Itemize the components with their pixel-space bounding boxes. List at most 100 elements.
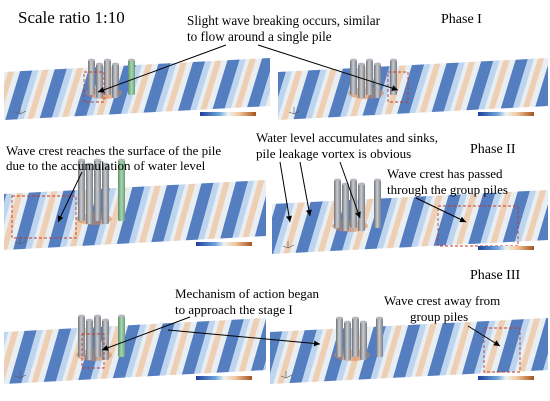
- arrow-head: [459, 216, 466, 223]
- pile-top: [94, 158, 101, 162]
- wave-mid-stripe: [304, 58, 332, 120]
- wave-mid-stripe: [402, 318, 430, 384]
- pile-top: [78, 314, 85, 318]
- pile-top: [360, 320, 367, 324]
- wave-crest-stripe: [486, 190, 514, 254]
- wave-mid-stripe: [442, 190, 470, 254]
- wave-mid-stripe: [436, 318, 464, 384]
- pile: [344, 322, 351, 360]
- wave-crest-stripe: [310, 318, 338, 384]
- pile-top: [376, 316, 383, 320]
- annotation-slight-breaking-line1: Slight wave breaking occurs, similar: [187, 13, 381, 28]
- wave-trough-stripe: [464, 190, 498, 254]
- pile: [366, 60, 373, 95]
- wave-trough-stripe: [532, 190, 548, 254]
- arrow-crest-surface: [57, 171, 83, 223]
- pile-top: [358, 182, 365, 186]
- wave-trough-stripe: [430, 190, 464, 254]
- wave-mid-stripe: [224, 318, 252, 384]
- annotation-water-level-line1: Water level accumulates and sinks,: [256, 130, 438, 145]
- annotation-mechanism-line1: Mechanism of action began: [175, 286, 320, 301]
- wave-trough-stripe: [178, 318, 212, 384]
- wave-crest-stripe: [136, 180, 164, 250]
- wave-stripes: [4, 318, 266, 384]
- wave-crest-stripe: [480, 318, 508, 384]
- wave-crest-stripe: [234, 318, 262, 384]
- color-legend-bar: [200, 112, 256, 116]
- pile: [336, 318, 343, 357]
- pile-top: [96, 62, 103, 66]
- pile: [94, 316, 101, 357]
- axis-triad-icon: [14, 371, 27, 379]
- pile: [390, 60, 397, 95]
- axis-triad-icon: [282, 241, 295, 249]
- wave-crest-stripe: [446, 318, 474, 384]
- pile-top: [102, 318, 109, 322]
- wave-crest-stripe: [416, 58, 444, 120]
- arrow-head: [391, 85, 398, 92]
- annotation-crest-passed-line1: Wave crest has passed: [387, 166, 503, 181]
- wave-crest-stripe: [450, 58, 478, 120]
- wave-trough-stripe: [530, 58, 548, 120]
- highlight-box: [83, 71, 105, 103]
- scale-ratio-label: Scale ratio 1:10: [18, 8, 125, 27]
- pile-top: [352, 316, 359, 320]
- pile-top: [86, 162, 93, 166]
- arrow-head: [313, 340, 320, 347]
- wave-trough-stripe: [394, 58, 428, 120]
- simulation-panel-5: [4, 314, 266, 384]
- pile-top: [344, 320, 351, 324]
- wave-trough-stripe: [458, 318, 492, 384]
- annotation-crest-away-line2: group piles: [410, 309, 468, 324]
- wave-trough-stripe: [38, 58, 72, 120]
- wave-trough-stripe: [42, 318, 76, 384]
- pile: [78, 160, 85, 221]
- annotation-crest-surface-line1: Wave crest reaches the surface of the pi…: [6, 143, 221, 158]
- pile: [128, 60, 135, 95]
- wave-trough-stripe: [294, 190, 328, 254]
- wave-mid-stripe: [228, 180, 256, 250]
- wave-trough-stripe: [526, 318, 548, 384]
- wave-mid-stripe: [190, 318, 218, 384]
- annotation-mechanism-line2: to approach the stage I: [175, 302, 293, 317]
- pile: [78, 316, 85, 357]
- pile: [350, 180, 357, 228]
- arrow-line: [467, 325, 501, 347]
- pile: [102, 320, 109, 360]
- wave-crest-stripe: [418, 190, 446, 254]
- wave-trough-stripe: [0, 52, 4, 124]
- pile: [376, 318, 383, 357]
- wave-trough-stripe: [8, 318, 42, 384]
- wave-crest-stripe: [170, 180, 198, 250]
- highlight-box: [81, 333, 105, 369]
- pile-group: [78, 158, 125, 224]
- wave-trough-stripe: [390, 318, 424, 384]
- pile-top: [350, 58, 357, 62]
- wave-mid-stripe: [54, 318, 82, 384]
- highlight-box: [483, 327, 521, 373]
- wave-crest-stripe: [30, 318, 58, 384]
- pile: [112, 64, 119, 98]
- wave-trough-stripe: [498, 190, 532, 254]
- wave-crest-stripe: [34, 180, 62, 250]
- pile-top: [118, 314, 125, 318]
- phase-2-label: Phase II: [470, 142, 516, 157]
- wave-crest-stripe: [128, 58, 156, 120]
- pile-top: [358, 62, 365, 66]
- wave-trough-stripe: [216, 180, 250, 250]
- pile-top: [78, 158, 85, 162]
- wave-crest-stripe: [60, 58, 88, 120]
- pile-top: [374, 62, 381, 66]
- wave-crest-stripe: [520, 190, 548, 254]
- wave-trough-stripe: [182, 180, 216, 250]
- pile: [360, 322, 367, 360]
- wave-mid-stripe: [4, 180, 18, 250]
- wave-trough-stripe: [140, 58, 174, 120]
- wave-mid-stripe: [374, 190, 402, 254]
- wave-crest-stripe: [384, 190, 412, 254]
- wave-mid-stripe: [476, 190, 504, 254]
- wave-trough-stripe: [174, 58, 208, 120]
- arrow-head: [355, 211, 361, 218]
- pile: [374, 64, 381, 98]
